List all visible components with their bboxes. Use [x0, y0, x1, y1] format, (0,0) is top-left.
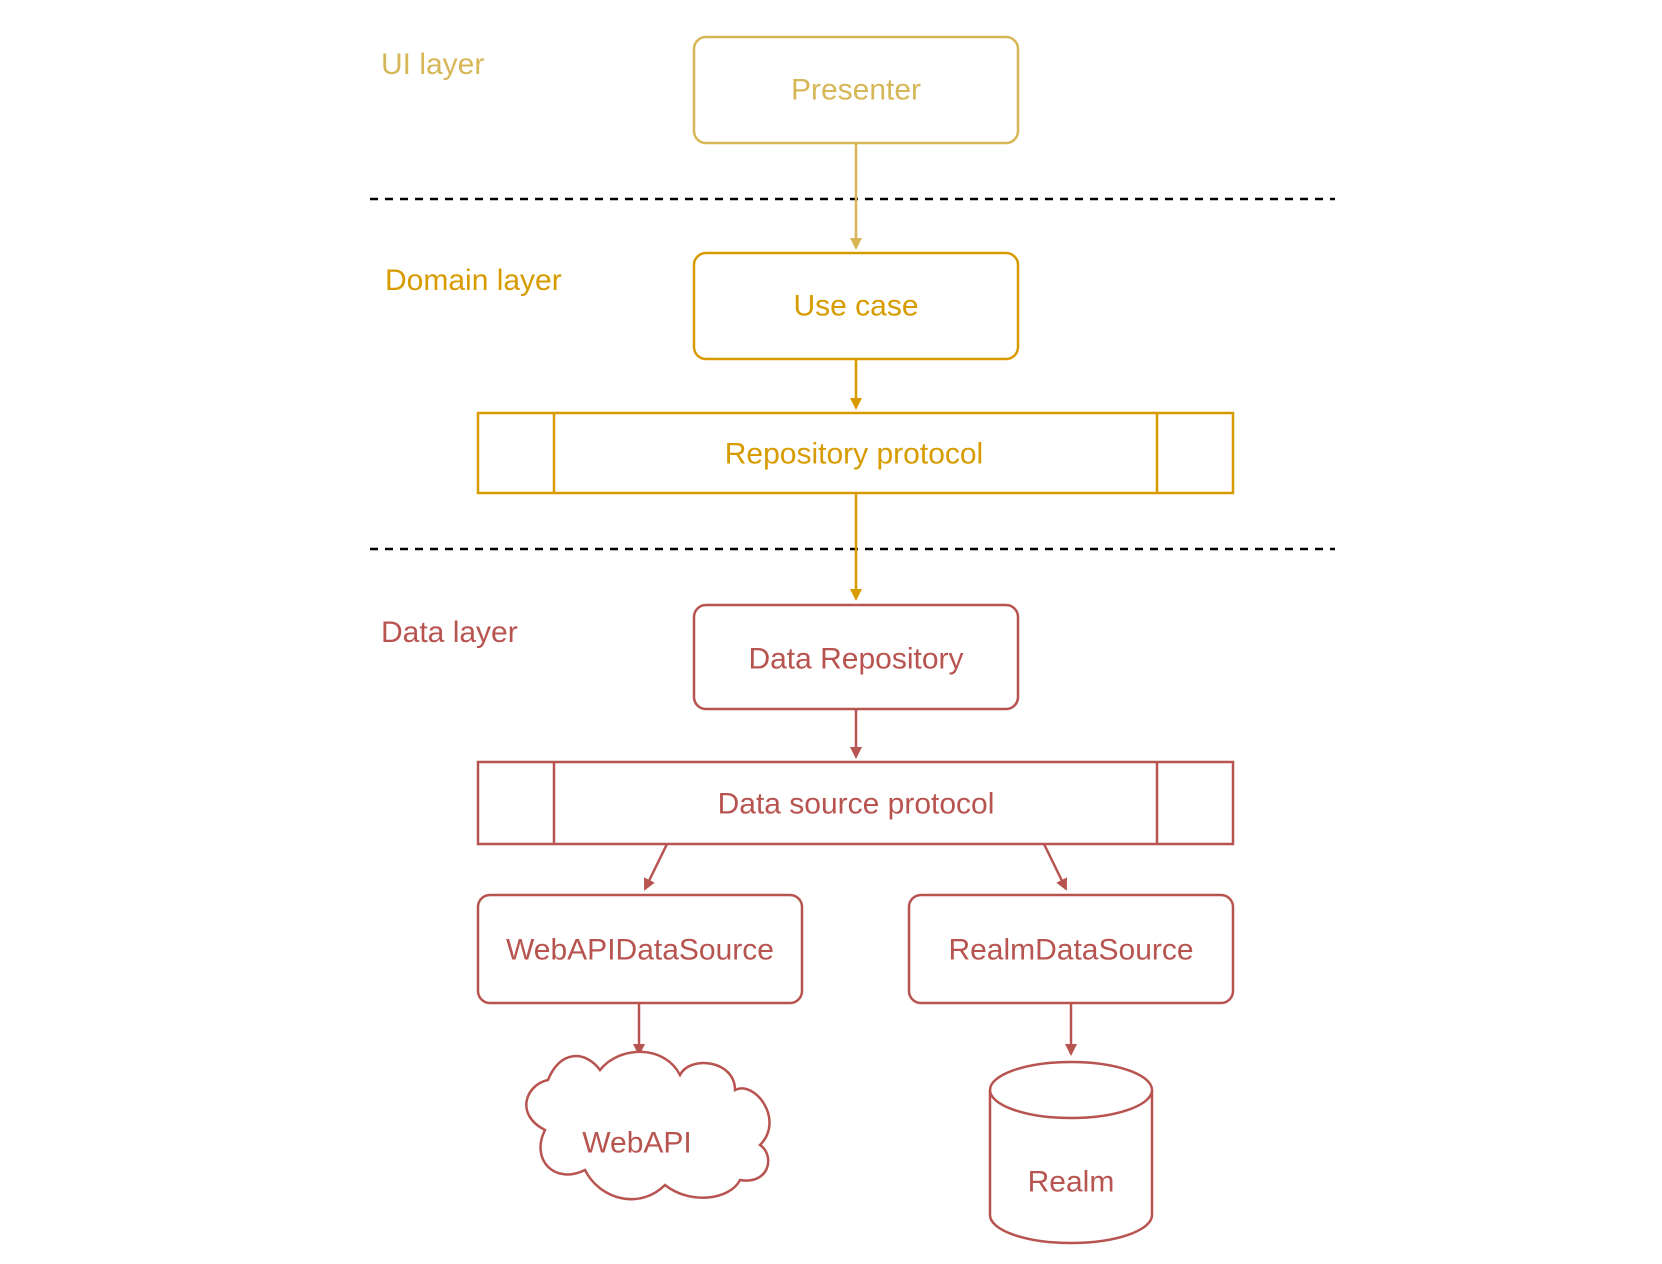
cloud-icon — [525, 1050, 771, 1201]
data-source-protocol-node[interactable]: Data source protocol — [476, 760, 1235, 846]
ui-layer-label: UI layer — [381, 48, 484, 81]
use-case-node[interactable]: Use case — [692, 251, 1020, 361]
arrow-protocol-to-webapi-datasource — [643, 843, 669, 891]
database-cylinder-icon — [988, 1090, 1154, 1245]
arrow-protocol-to-realm-datasource — [1042, 843, 1068, 891]
realm-node[interactable]: Realm — [988, 1060, 1154, 1245]
domain-layer-label: Domain layer — [385, 264, 562, 297]
realm-datasource-label: RealmDataSource — [948, 934, 1193, 967]
webapi-node[interactable]: WebAPI — [525, 1050, 771, 1201]
data-layer-label: Data layer — [381, 616, 518, 649]
data-repository-node[interactable]: Data Repository — [692, 603, 1020, 711]
use-case-label: Use case — [793, 290, 918, 323]
presenter-label: Presenter — [791, 74, 921, 107]
webapi-datasource-label: WebAPIDataSource — [506, 934, 774, 967]
realm-datasource-node[interactable]: RealmDataSource — [907, 893, 1235, 1005]
repository-protocol-label: Repository protocol — [725, 438, 983, 471]
data-source-protocol-label: Data source protocol — [718, 788, 995, 821]
repository-protocol-node[interactable]: Repository protocol — [476, 411, 1235, 495]
webapi-datasource-node[interactable]: WebAPIDataSource — [476, 893, 804, 1005]
presenter-node[interactable]: Presenter — [692, 35, 1020, 145]
realm-label: Realm — [1028, 1166, 1115, 1199]
data-repository-label: Data Repository — [748, 643, 963, 676]
webapi-label: WebAPI — [582, 1127, 692, 1160]
